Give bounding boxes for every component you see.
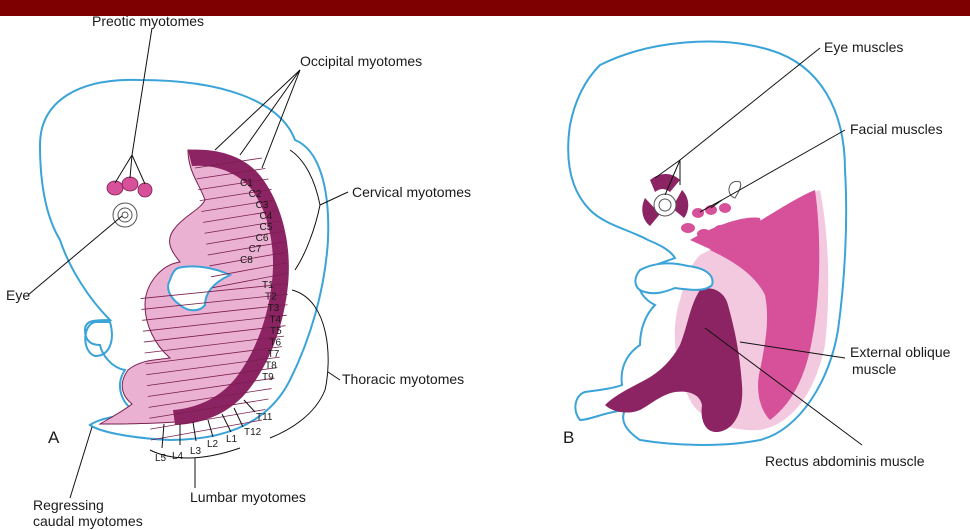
segment-label-t12: T12 xyxy=(244,427,262,438)
panel-b-letter: B xyxy=(563,428,574,447)
label-occipital-myotomes: Occipital myotomes xyxy=(300,53,422,69)
segment-label-c6: C6 xyxy=(256,233,269,244)
segment-label-l4: L4 xyxy=(172,451,184,462)
segment-label-t9: T9 xyxy=(262,372,274,383)
segment-label-c1: C1 xyxy=(240,178,253,189)
segment-label-t7: T7 xyxy=(268,349,280,360)
segment-label-l5: L5 xyxy=(155,453,167,464)
label-regressing-line2: caudal myotomes xyxy=(33,513,143,529)
segment-label-t4: T4 xyxy=(269,315,281,326)
segment-label-t8: T8 xyxy=(265,361,277,372)
segment-label-c2: C2 xyxy=(249,189,262,200)
panel-a-letter: A xyxy=(48,428,60,447)
segment-label-c4: C4 xyxy=(259,211,272,222)
preotic-myotome-cluster xyxy=(107,177,152,197)
label-external-oblique-line2: muscle xyxy=(852,361,897,377)
label-eye: Eye xyxy=(6,287,30,303)
segment-label-t6: T6 xyxy=(269,338,281,349)
segment-label-t3: T3 xyxy=(268,303,280,314)
segment-label-t5: T5 xyxy=(270,326,282,337)
label-lumbar-myotomes: Lumbar myotomes xyxy=(190,489,306,505)
segment-label-t1: T1 xyxy=(262,280,274,291)
label-external-oblique-line1: External oblique xyxy=(850,344,951,360)
label-thoracic-myotomes: Thoracic myotomes xyxy=(342,371,464,387)
label-rectus-abdominis: Rectus abdominis muscle xyxy=(765,453,925,469)
segment-label-c7: C7 xyxy=(249,244,262,255)
segment-label-c8: C8 xyxy=(240,255,253,266)
segment-label-l2: L2 xyxy=(207,439,219,450)
eye-muscle-cluster xyxy=(642,174,688,226)
label-regressing-line1: Regressing xyxy=(33,497,104,513)
panel-a-eye-icon xyxy=(113,203,137,227)
segment-label-l3: L3 xyxy=(190,446,202,457)
label-eye-muscles: Eye muscles xyxy=(824,39,903,55)
segment-label-c5: C5 xyxy=(259,222,272,233)
panel-a-limb-bud xyxy=(85,322,112,356)
label-preotic-myotomes: Preotic myotomes xyxy=(92,13,204,29)
segment-label-t2: T2 xyxy=(265,292,277,303)
segment-label-t11: T11 xyxy=(256,412,273,423)
label-cervical-myotomes: Cervical myotomes xyxy=(352,184,471,200)
segment-label-l1: L1 xyxy=(226,434,238,445)
label-facial-muscles: Facial muscles xyxy=(850,121,943,137)
panel-b: Eye muscles Facial muscles External obli… xyxy=(563,39,951,469)
segment-label-c3: C3 xyxy=(256,200,269,211)
